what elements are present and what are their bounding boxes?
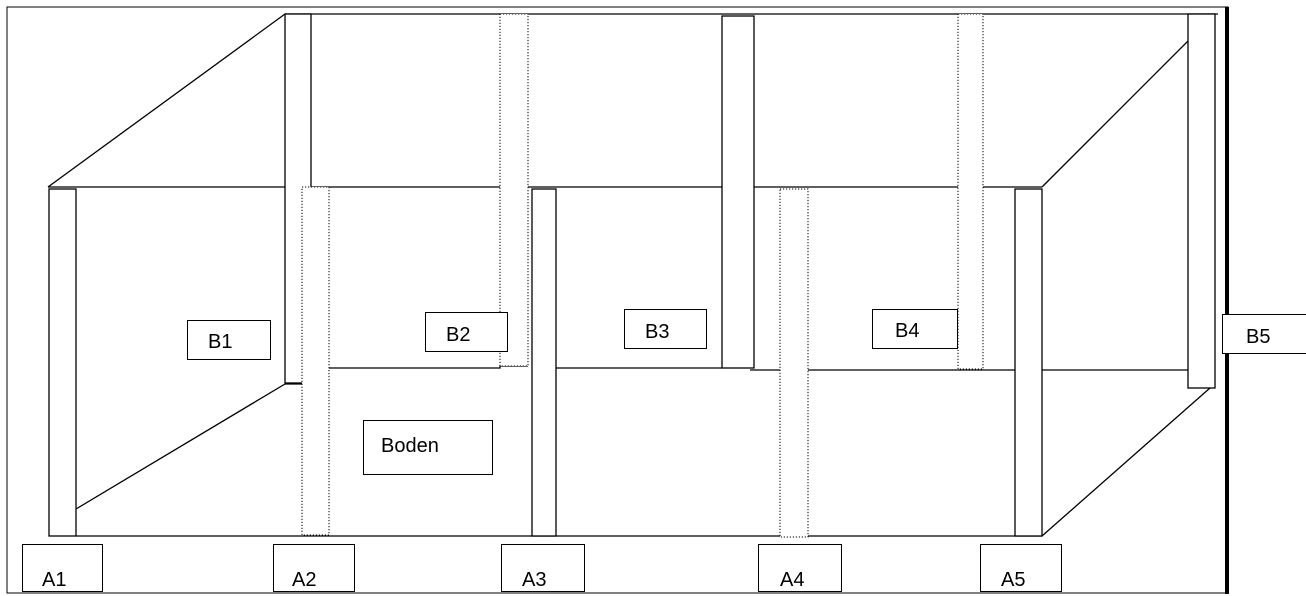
label-a3-text: A3 (522, 569, 547, 591)
bottom-left-diagonal (75, 383, 286, 510)
post-a2 (301, 186, 330, 536)
posts (48, 13, 1216, 537)
label-floor: Boden (363, 420, 493, 475)
post-b4 (957, 13, 984, 370)
label-a2: A2 (273, 544, 355, 592)
post-a3 (531, 188, 557, 537)
bottom-right-diagonal (1041, 387, 1211, 537)
label-a2-text: A2 (292, 569, 317, 591)
label-b3: B3 (624, 309, 707, 349)
label-b1: B1 (187, 320, 271, 360)
label-a4-text: A4 (780, 569, 805, 591)
label-b2-text: B2 (446, 324, 471, 346)
label-b5-text: B5 (1246, 326, 1271, 348)
label-b3-text: B3 (645, 321, 670, 343)
label-a5-text: A5 (1001, 569, 1026, 591)
label-floor-text: Boden (381, 435, 439, 457)
post-a5 (1014, 188, 1043, 537)
label-a1-text: A1 (42, 569, 67, 591)
top-left-diagonal (47, 13, 286, 188)
label-b4-text: B4 (895, 320, 920, 342)
label-a4: A4 (758, 544, 842, 592)
post-b5 (1187, 13, 1216, 389)
label-a3: A3 (501, 544, 585, 592)
outer-border (6, 6, 1229, 594)
box-edges (47, 13, 1218, 537)
hidden-posts (301, 13, 984, 538)
label-a1: A1 (22, 544, 103, 592)
post-b3 (721, 15, 755, 369)
post-a4 (779, 188, 809, 538)
label-b5: B5 (1222, 314, 1306, 354)
post-a1 (48, 188, 77, 537)
label-a5: A5 (980, 544, 1062, 592)
label-b1-text: B1 (208, 331, 233, 353)
label-b2: B2 (425, 312, 508, 352)
back-bottom-edge-2 (329, 365, 528, 369)
post-b2 (499, 13, 529, 367)
top-right-diagonal (1041, 13, 1216, 188)
label-b4: B4 (872, 309, 958, 349)
